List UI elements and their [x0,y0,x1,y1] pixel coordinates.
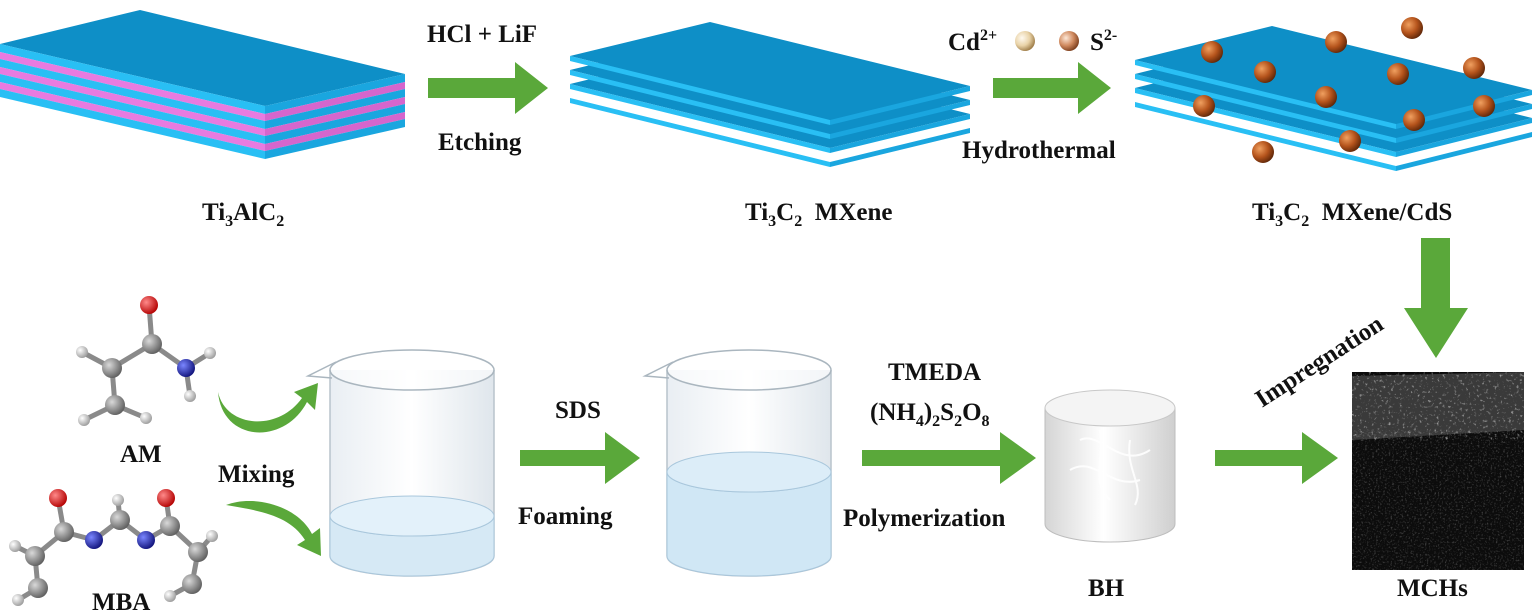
cds-particle [1463,57,1485,79]
cds-particle [1254,61,1276,83]
hydrothermal-label: Hydrothermal [962,137,1116,164]
cds-particle [1252,141,1274,163]
cd-ion-sphere [1015,31,1035,51]
arrow-impregnation [1215,432,1338,484]
beaker-mixing [305,349,495,577]
cds-particle [1401,17,1423,39]
foaming-label: Foaming [518,503,613,530]
arrow-mixing-down [226,500,321,556]
etching-label: Etching [438,129,522,156]
arrow-hydrothermal [993,62,1111,114]
arrow-polymerization [862,432,1036,484]
cds-particle [1403,109,1425,131]
am-molecule [76,296,216,426]
ti3c2-mxene-stack [570,22,970,167]
etching-reagent-label: HCl + LiF [427,21,537,48]
mchs-photo [1352,372,1524,570]
mixing-label: Mixing [218,461,295,488]
cd-ion-label: Cd2+ [948,27,997,56]
ti3c2-mxene-label: Ti3C2 MXene [745,199,892,230]
bh-hydrogel [1044,389,1176,543]
s-ion-label: S2- [1090,27,1117,56]
tmeda-label: TMEDA [888,359,981,386]
arrow-mixing-up [218,383,318,433]
cds-particles [1193,17,1495,163]
arrows [218,62,1468,556]
mba-label: MBA [92,589,150,612]
polymerization-label: Polymerization [843,505,1006,532]
mba-molecule [9,489,218,606]
cds-particle [1325,31,1347,53]
s-ion-sphere [1059,31,1079,51]
cds-particle [1201,41,1223,63]
bh-label: BH [1088,575,1125,602]
cds-particle [1193,95,1215,117]
cds-particle [1315,86,1337,108]
cds-particle [1339,130,1361,152]
arrow-etching [428,62,548,114]
am-label: AM [120,441,162,468]
arrow-down [1404,238,1468,358]
cds-particle [1473,95,1495,117]
mchs-label: MCHs [1397,575,1468,602]
ti3alc2-stack [0,10,405,159]
beaker-foaming [642,349,832,577]
arrow-foaming [520,432,640,484]
persulfate-label: (NH4)2S2O8 [870,399,990,430]
ti3alc2-label: Ti3AlC2 [202,199,284,230]
svg-text:Cd2+: Cd2+ [948,27,997,56]
cds-particle [1387,63,1409,85]
sds-label: SDS [555,397,601,424]
svg-text:S2-: S2- [1090,27,1117,56]
ti3c2-cds-label: Ti3C2 MXene/CdS [1252,199,1452,230]
